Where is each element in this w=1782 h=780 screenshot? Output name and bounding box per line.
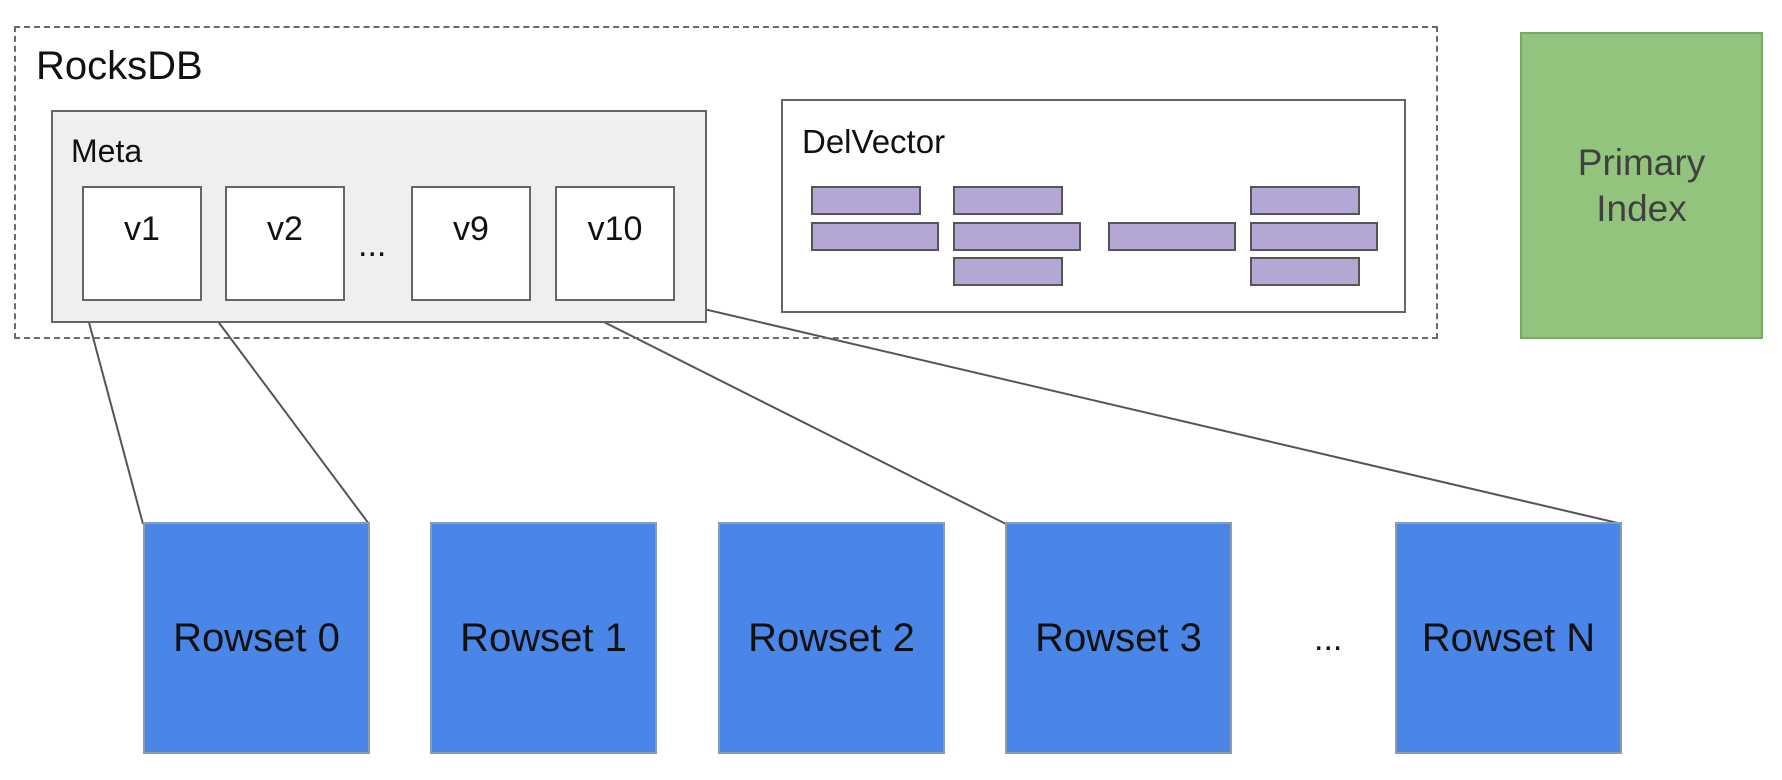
delvector-bit xyxy=(1250,257,1360,286)
version-v9: v9 xyxy=(411,186,531,301)
version-v1: v1 xyxy=(82,186,202,301)
delvector-bit xyxy=(1250,222,1378,251)
rocksdb-title: RocksDB xyxy=(36,44,203,88)
delvector-bit xyxy=(953,186,1063,215)
delvector-bit xyxy=(953,222,1081,251)
primary-index-label-line1: Primary xyxy=(1577,141,1706,183)
rowset-ellipsis: ... xyxy=(1314,620,1343,658)
rowset-2: Rowset 2 xyxy=(718,522,945,754)
link-v10-right xyxy=(677,302,1623,525)
rowset-1: Rowset 1 xyxy=(430,522,657,754)
delvector-bit xyxy=(953,257,1063,286)
delvector-bit xyxy=(811,222,939,251)
rocksdb-container xyxy=(14,26,1438,339)
version-v2: v2 xyxy=(225,186,345,301)
primary-index-box: Primary Index xyxy=(1520,32,1763,339)
rowset-0: Rowset 0 xyxy=(143,522,370,754)
version-ellipsis: ... xyxy=(358,226,387,264)
delvector-bit xyxy=(811,186,921,215)
delvector-bit xyxy=(1250,186,1360,215)
primary-index-label-line2: Index xyxy=(1596,187,1687,229)
meta-title: Meta xyxy=(71,133,143,169)
delvector-bit xyxy=(1108,222,1236,251)
rowset-n: Rowset N xyxy=(1395,522,1622,754)
version-v10: v10 xyxy=(555,186,675,301)
delvector-title: DelVector xyxy=(802,123,946,160)
rowset-3: Rowset 3 xyxy=(1005,522,1232,754)
